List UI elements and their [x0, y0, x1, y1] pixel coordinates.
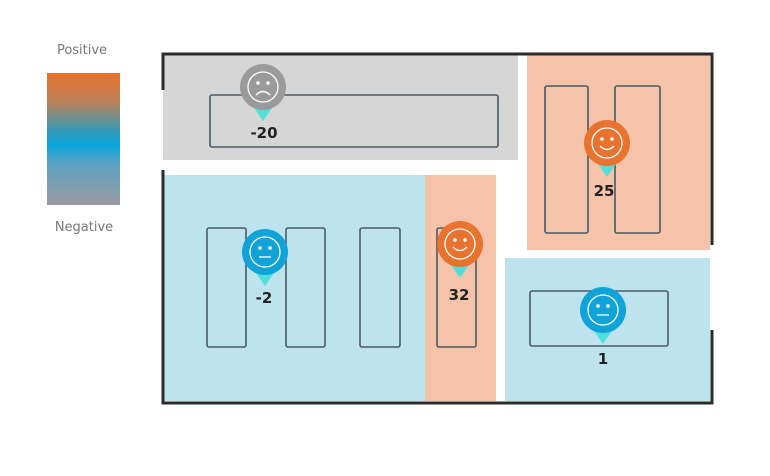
sentiment-gradient-legend — [47, 73, 120, 205]
pin-badge — [580, 287, 626, 333]
legend-positive-label: Positive — [56, 43, 108, 58]
desk — [544, 85, 589, 234]
pin-badge — [242, 229, 288, 275]
sentiment-pin-top-right[interactable] — [584, 120, 630, 177]
sentiment-score: 32 — [449, 286, 470, 304]
legend-negative-label: Negative — [54, 220, 114, 235]
desk — [206, 227, 247, 348]
sentiment-score: -2 — [256, 289, 273, 307]
sentiment-pin-top-left[interactable] — [240, 64, 286, 121]
happy-face-icon — [444, 228, 476, 260]
sentiment-score: 1 — [598, 350, 608, 368]
walls — [161, 52, 714, 405]
sentiment-pin-bottom-right[interactable] — [580, 287, 626, 344]
sad-face-icon — [247, 71, 279, 103]
desk — [359, 227, 401, 348]
zone-bottom-left[interactable] — [163, 175, 425, 401]
happy-face-icon — [591, 127, 623, 159]
desk — [285, 227, 326, 348]
pin-badge — [240, 64, 286, 110]
pin-badge — [584, 120, 630, 166]
sentiment-pin-bottom-left[interactable] — [242, 229, 288, 286]
neutral-face-icon — [587, 294, 619, 326]
desk — [209, 94, 499, 148]
pin-badge — [437, 221, 483, 267]
sentiment-score: -20 — [250, 124, 277, 142]
zone-top-left[interactable] — [163, 55, 518, 160]
sentiment-score: 25 — [594, 182, 615, 200]
neutral-face-icon — [249, 236, 281, 268]
sentiment-pin-bottom-middle[interactable] — [437, 221, 483, 278]
